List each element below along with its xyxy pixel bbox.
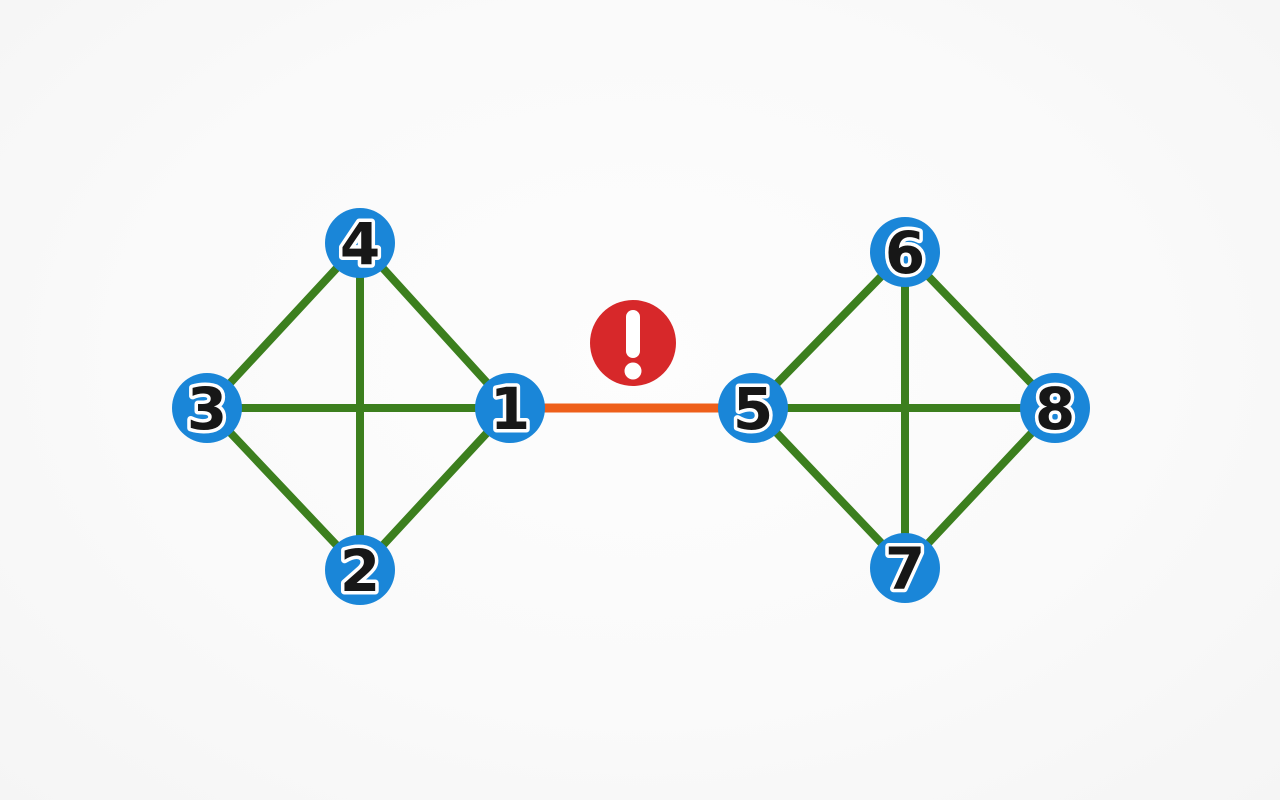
node-4-circle bbox=[325, 208, 395, 278]
node-8: 8 bbox=[1020, 371, 1090, 446]
edge-7-8 bbox=[901, 404, 1059, 572]
node-2-label: 2 bbox=[340, 537, 380, 605]
node-8-label: 8 bbox=[1035, 375, 1075, 443]
node-5: 5 bbox=[718, 371, 788, 446]
edge-3-4 bbox=[203, 239, 364, 412]
exclamation-bar bbox=[626, 310, 640, 358]
node-4: 4 bbox=[325, 206, 395, 281]
edge-6-8 bbox=[901, 248, 1059, 412]
node-6-label: 6 bbox=[885, 219, 925, 287]
node-2: 2 bbox=[325, 533, 395, 608]
node-4-label: 4 bbox=[340, 210, 380, 278]
node-3: 3 bbox=[172, 371, 242, 446]
node-8-circle bbox=[1020, 373, 1090, 443]
edges-layer bbox=[203, 239, 1059, 574]
edge-2-1 bbox=[356, 404, 514, 574]
warning-icon bbox=[590, 300, 676, 386]
node-5-circle bbox=[718, 373, 788, 443]
node-7: 7 bbox=[870, 531, 940, 606]
node-1-label: 1 bbox=[490, 375, 530, 443]
node-1: 1 bbox=[475, 371, 545, 446]
nodes-layer: 1 2 3 4 5 6 7 8 bbox=[172, 206, 1090, 608]
exclamation-dot bbox=[624, 362, 642, 380]
warning-layer bbox=[590, 300, 676, 386]
node-6-circle bbox=[870, 217, 940, 287]
edge-3-2 bbox=[203, 404, 364, 574]
node-5-label: 5 bbox=[733, 375, 773, 443]
node-6: 6 bbox=[870, 215, 940, 290]
edge-5-6 bbox=[749, 248, 909, 412]
node-3-label: 3 bbox=[187, 375, 227, 443]
node-1-circle bbox=[475, 373, 545, 443]
edge-4-1 bbox=[356, 239, 514, 412]
node-2-circle bbox=[325, 535, 395, 605]
node-7-label: 7 bbox=[885, 535, 925, 603]
edge-5-7 bbox=[749, 404, 909, 572]
node-3-circle bbox=[172, 373, 242, 443]
node-7-circle bbox=[870, 533, 940, 603]
